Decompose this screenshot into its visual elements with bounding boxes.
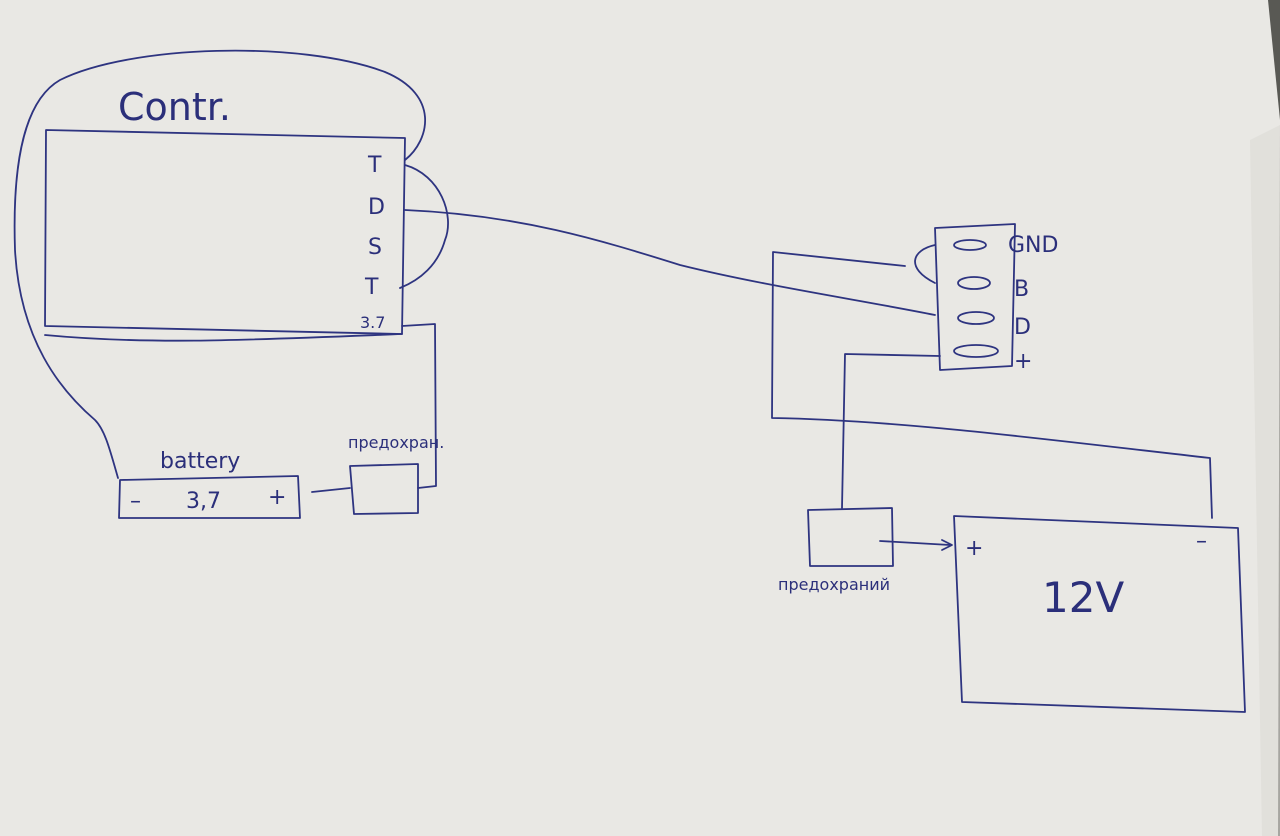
fuse-left-label: предохран. xyxy=(348,433,444,452)
connector-label-plus: + xyxy=(1014,349,1032,374)
wire-controller-3v7-to-fuse xyxy=(401,323,437,489)
wire-connector-gnd-to-b xyxy=(914,244,936,284)
battery-voltage: 3,7 xyxy=(186,489,221,514)
wire-d-to-connector xyxy=(404,209,936,316)
fuse-right-label: предохраний xyxy=(778,575,890,594)
wire-controller-bottom xyxy=(44,333,403,342)
battery-plus: + xyxy=(268,485,286,510)
fuse-left-box xyxy=(349,463,419,515)
arrow-head xyxy=(941,539,953,551)
connector-pin-plus xyxy=(953,344,999,358)
power-supply-block: + – 12V xyxy=(953,515,1246,713)
controller-title: Contr. xyxy=(118,85,231,129)
battery-box xyxy=(118,475,301,519)
power-supply-minus: – xyxy=(1196,529,1207,554)
paper-shadow-right xyxy=(1250,125,1280,836)
connector-label-b: B xyxy=(1014,277,1029,302)
wire-fuse-to-12v xyxy=(879,540,951,546)
controller-block: Contr. T D S T 3.7 xyxy=(44,85,406,335)
battery-label: battery xyxy=(160,449,240,474)
controller-voltage: 3.7 xyxy=(360,313,385,332)
battery-minus: – xyxy=(130,489,141,514)
connector-label-d: D xyxy=(1014,315,1031,340)
connector-pin-d xyxy=(957,311,995,325)
fuse-left-block: предохран. xyxy=(348,433,444,515)
power-supply-plus: + xyxy=(965,536,983,561)
connector-label-gnd: GND xyxy=(1008,233,1058,258)
wire-connector-side-loop xyxy=(771,251,1213,519)
power-supply-box xyxy=(953,515,1246,713)
battery-block: battery – 3,7 + xyxy=(118,449,301,519)
controller-pin-3: S xyxy=(368,235,382,260)
connector-box xyxy=(934,223,1016,371)
controller-pin-2: D xyxy=(368,195,385,220)
wire-battery-to-fuse xyxy=(311,487,351,493)
connector-block: GND B D + xyxy=(934,223,1058,374)
connector-pin-gnd xyxy=(953,239,987,251)
controller-pin-1: T xyxy=(367,153,382,178)
wire-outer-loop xyxy=(13,49,426,479)
power-supply-label: 12V xyxy=(1042,573,1124,622)
fuse-right-block: предохраний xyxy=(778,507,894,594)
wire-t-to-t-bridge xyxy=(399,164,449,289)
controller-pin-4: T xyxy=(364,275,379,300)
fuse-right-box xyxy=(807,507,894,567)
connector-pin-b xyxy=(957,276,991,290)
wire-connector-plus-to-fuse xyxy=(841,353,941,509)
